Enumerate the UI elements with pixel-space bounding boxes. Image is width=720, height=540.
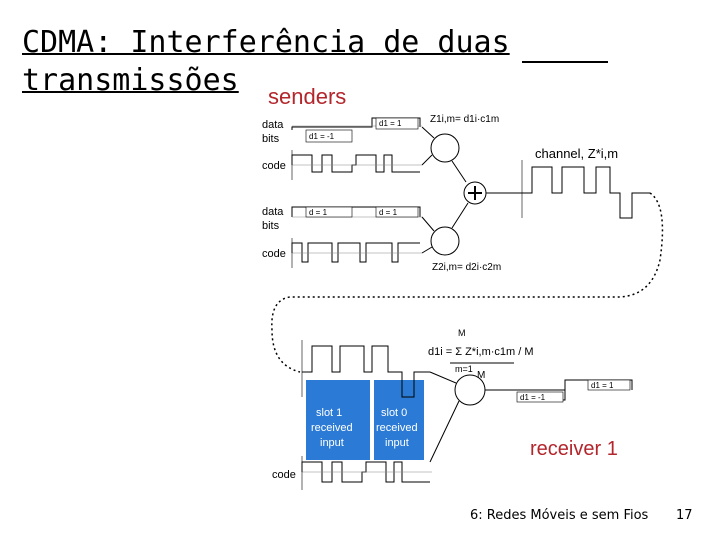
- receiver-label: receiver 1: [530, 438, 618, 460]
- slide-title: CDMA: Interferência de duas transmissões: [22, 24, 510, 100]
- sender1-bits-label: bits: [262, 133, 280, 145]
- sender1-d0-box: [305, 129, 353, 143]
- senders-label: senders: [268, 84, 347, 109]
- sender2-data-label: data: [262, 206, 284, 218]
- sender2-multiplier: [430, 226, 460, 256]
- sender1-d1-value: d1 = 1: [379, 119, 402, 128]
- sender2-product-eq: Z2i,m= d2i·c2m: [432, 262, 501, 273]
- sender1-data-label: data: [262, 119, 284, 131]
- sender1-multiplier: [430, 133, 460, 163]
- sender1-d1-box: [375, 117, 419, 130]
- sender1-code-label: code: [262, 160, 286, 172]
- sender2-bits-label: bits: [262, 220, 280, 232]
- recovered-bits-waveform: [520, 379, 633, 401]
- received-waveform: [302, 345, 430, 398]
- title-line-2: transmissões: [22, 63, 239, 98]
- sender1-product-eq: Z1i,m= d1i·c1m: [430, 114, 499, 125]
- sender2-data-waveform: [291, 206, 421, 217]
- title-line-1: CDMA: Interferência de duas: [22, 25, 510, 60]
- slot1-label-line1: slot 1: [316, 407, 342, 419]
- sender2-d1-box: [375, 206, 419, 218]
- sender1-d0-value: d1 = -1: [309, 132, 335, 141]
- recovered-d1-box: [516, 391, 564, 403]
- slot0-label-line3: input: [385, 437, 409, 449]
- channel-waveform: [522, 166, 650, 219]
- sender2-d1-value: d = 1: [379, 208, 398, 217]
- decoder-lower-limit: m=1: [455, 364, 473, 374]
- channel-label: channel, Z*i,m: [535, 146, 618, 161]
- decoder-upper-limit: M: [458, 328, 466, 338]
- slot0-label-line2: received: [376, 422, 418, 434]
- recovered-d0-box: [587, 379, 631, 391]
- sender2-d0-value: d = 1: [309, 208, 328, 217]
- sender1-data-waveform: [291, 117, 421, 130]
- sender2-code-label: code: [262, 248, 286, 260]
- sender2-d0-box: [305, 206, 353, 218]
- recovered-d0-value: d1 = 1: [591, 381, 614, 390]
- sender2-code-waveform: [291, 242, 420, 263]
- title-underline-extension: [522, 61, 608, 63]
- slot1-label-line2: received: [311, 422, 353, 434]
- slot0-received-block: [374, 380, 424, 460]
- sender1-code-waveform: [291, 154, 420, 173]
- page-number: 17: [676, 508, 693, 523]
- decoder-equation: d1i = Σ Z*i,m·c1m / M: [428, 346, 534, 358]
- slot1-received-block: [306, 380, 370, 460]
- slot0-label-line1: slot 0: [381, 407, 407, 419]
- recovered-d1-value: d1 = -1: [520, 393, 546, 402]
- slide-footer: 6: Redes Móveis e sem Fios: [470, 508, 649, 523]
- receiver-code-label: code: [272, 469, 296, 481]
- decoder-denominator: M: [477, 370, 485, 381]
- slot1-label-line3: input: [320, 437, 344, 449]
